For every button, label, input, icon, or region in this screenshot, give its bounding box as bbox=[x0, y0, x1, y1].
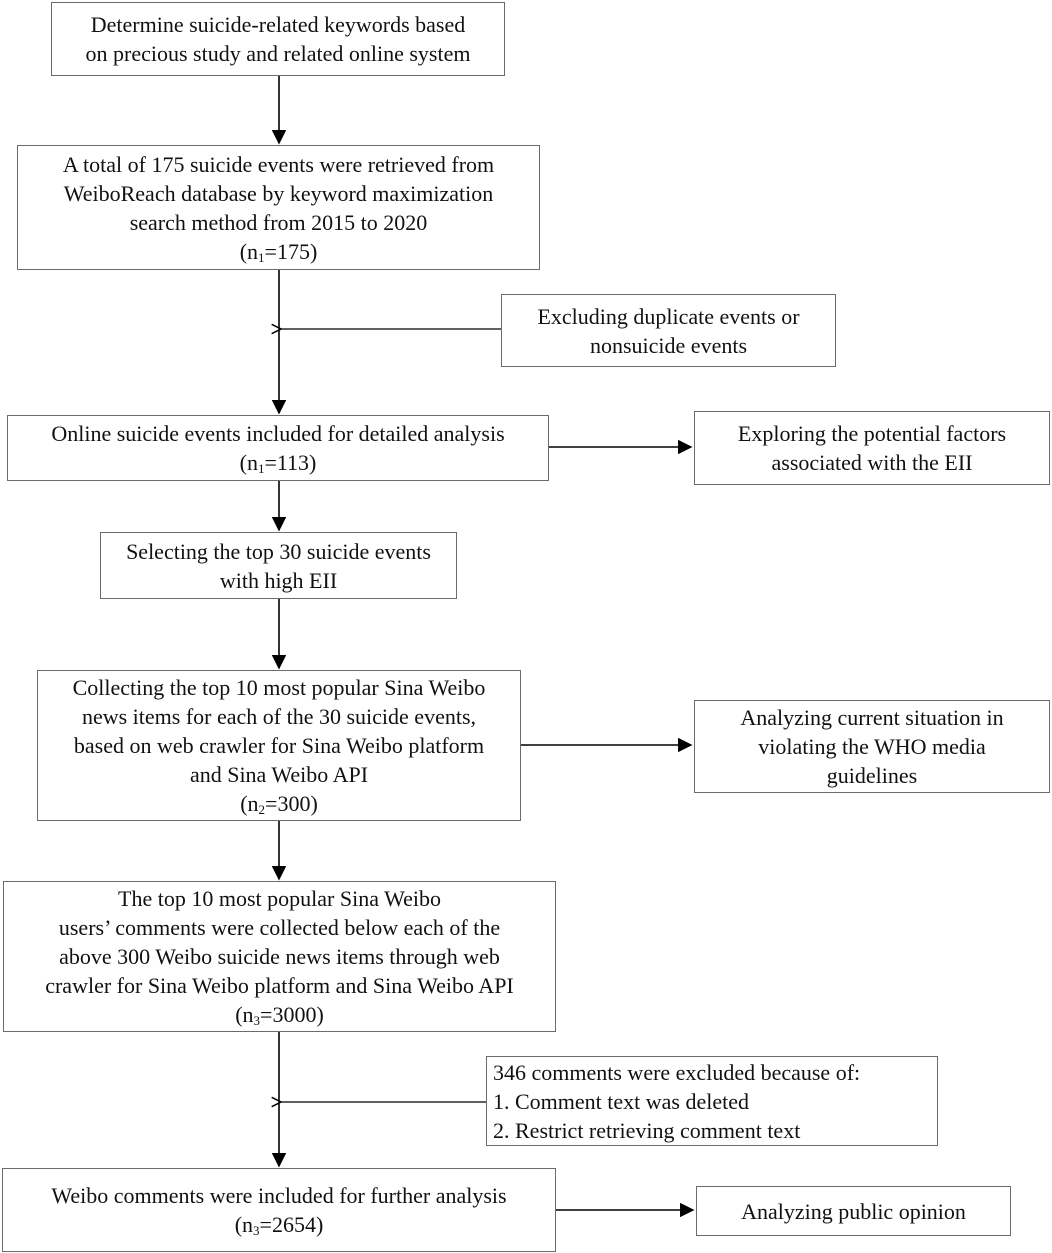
box-included-events: Online suicide events included for detai… bbox=[7, 415, 549, 481]
box-text-line: 1. Comment text was deleted bbox=[493, 1088, 749, 1114]
box-text-line: Selecting the top 30 suicide events bbox=[126, 538, 431, 564]
box-text-line: WeiboReach database by keyword maximizat… bbox=[63, 180, 494, 206]
box-text-line: news items for each of the 30 suicide ev… bbox=[81, 704, 477, 729]
box-text-line: Exploring the potential factors bbox=[737, 421, 1007, 446]
box-text-line: Online suicide events included for detai… bbox=[51, 421, 505, 446]
box-text-line: associated with the EII bbox=[771, 450, 973, 475]
box-text-line: with high EII bbox=[219, 567, 338, 593]
box-text-line: nonsuicide events bbox=[589, 332, 748, 358]
box-text-line: The top 10 most popular Sina Weibo bbox=[118, 886, 441, 911]
box-potential-factors: Exploring the potential factors associat… bbox=[694, 411, 1050, 485]
box-news-items: Collecting the top 10 most popular Sina … bbox=[37, 670, 521, 821]
box-text-line: Determine suicide-related keywords based bbox=[90, 12, 466, 37]
box-text-line: Analyzing current situation in bbox=[740, 705, 1004, 730]
box-text-line: crawler for Sina Weibo platform and Sina… bbox=[45, 973, 514, 998]
count-label: (n3=3000) bbox=[235, 1002, 324, 1028]
box-text-line: based on web crawler for Sina Weibo plat… bbox=[73, 733, 485, 758]
box-text-line: Excluding duplicate events or bbox=[537, 303, 800, 329]
count-label: (n1=113) bbox=[239, 450, 317, 476]
count-label: (n1=175) bbox=[239, 238, 318, 265]
count-label: (n2=300) bbox=[240, 791, 318, 817]
count-label: (n3=2654) bbox=[234, 1212, 324, 1238]
box-text-line: users’ comments were collected below eac… bbox=[58, 915, 501, 940]
box-text-line: Analyzing public opinion bbox=[741, 1198, 966, 1224]
box-text-line: search method from 2015 to 2020 bbox=[129, 209, 428, 235]
box-final-comments: Weibo comments were included for further… bbox=[2, 1168, 556, 1252]
box-text-line: guidelines bbox=[826, 763, 918, 788]
box-determine-keywords: Determine suicide-related keywords based… bbox=[51, 2, 505, 76]
box-retrieved-events: A total of 175 suicide events were retri… bbox=[17, 145, 540, 270]
box-who-guidelines: Analyzing current situation in violating… bbox=[694, 700, 1050, 793]
box-text-line: violating the WHO media bbox=[758, 734, 986, 759]
box-text-line: Collecting the top 10 most popular Sina … bbox=[72, 675, 486, 700]
box-text-line: Weibo comments were included for further… bbox=[51, 1183, 507, 1208]
box-exclude-events: Excluding duplicate events or nonsuicide… bbox=[501, 294, 836, 367]
box-comments-collected: The top 10 most popular Sina Weibo users… bbox=[3, 881, 556, 1032]
box-text-line: 2. Restrict retrieving comment text bbox=[493, 1117, 801, 1143]
box-excluded-comments: 346 comments were excluded because of: 1… bbox=[486, 1056, 938, 1146]
box-text-line: and Sina Weibo API bbox=[189, 762, 369, 787]
box-top30-events: Selecting the top 30 suicide events with… bbox=[100, 532, 457, 599]
box-text-line: 346 comments were excluded because of: bbox=[493, 1059, 861, 1085]
box-text-line: A total of 175 suicide events were retri… bbox=[62, 151, 495, 177]
box-public-opinion: Analyzing public opinion bbox=[696, 1186, 1011, 1236]
box-text-line: above 300 Weibo suicide news items throu… bbox=[59, 944, 500, 969]
box-text-line: on precious study and related online sys… bbox=[85, 41, 471, 66]
